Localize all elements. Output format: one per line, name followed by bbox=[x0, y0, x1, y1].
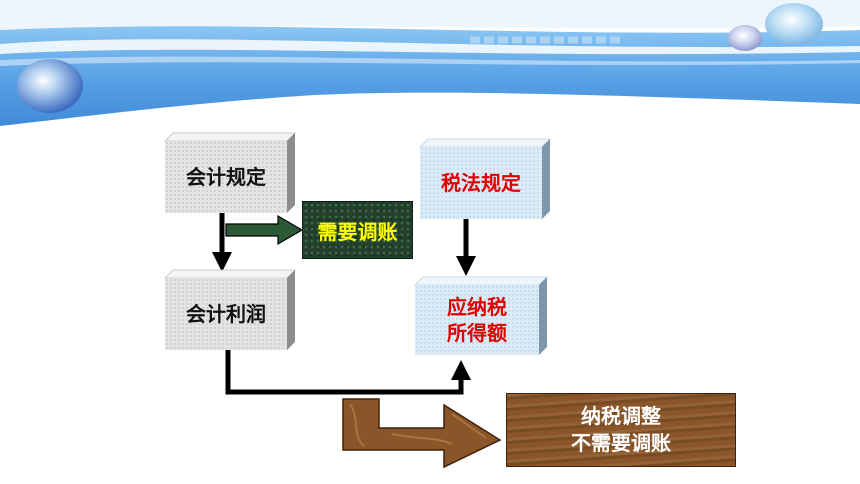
tax-adjust-line1: 纳税调整 bbox=[581, 404, 661, 428]
box-tax-rules-label: 税法规定 bbox=[441, 171, 521, 195]
header-banner bbox=[0, 0, 860, 135]
box-taxable-income-line2: 所得额 bbox=[447, 321, 507, 345]
box-accounting-rules: 会计规定 bbox=[164, 132, 296, 213]
tax-adjust-line2: 不需要调账 bbox=[571, 431, 671, 455]
arrow-to-need-adjust bbox=[225, 214, 304, 246]
box-accounting-profit: 会计利润 bbox=[164, 269, 296, 350]
tax-adjust-label: 纳税调整 不需要调账 bbox=[506, 393, 736, 467]
need-adjust-label: 需要调账 bbox=[302, 201, 413, 259]
arrow-profit-to-taxable bbox=[225, 350, 471, 395]
arrow-to-tax-adjust bbox=[342, 398, 502, 469]
box-accounting-rules-label: 会计规定 bbox=[186, 165, 266, 189]
box-tax-rules: 税法规定 bbox=[419, 138, 551, 219]
box-taxable-income: 应纳税 所得额 bbox=[414, 276, 548, 355]
box-accounting-profit-label: 会计利润 bbox=[186, 302, 266, 326]
need-adjust-text: 需要调账 bbox=[317, 219, 398, 244]
box-taxable-income-line1: 应纳税 bbox=[447, 295, 507, 319]
